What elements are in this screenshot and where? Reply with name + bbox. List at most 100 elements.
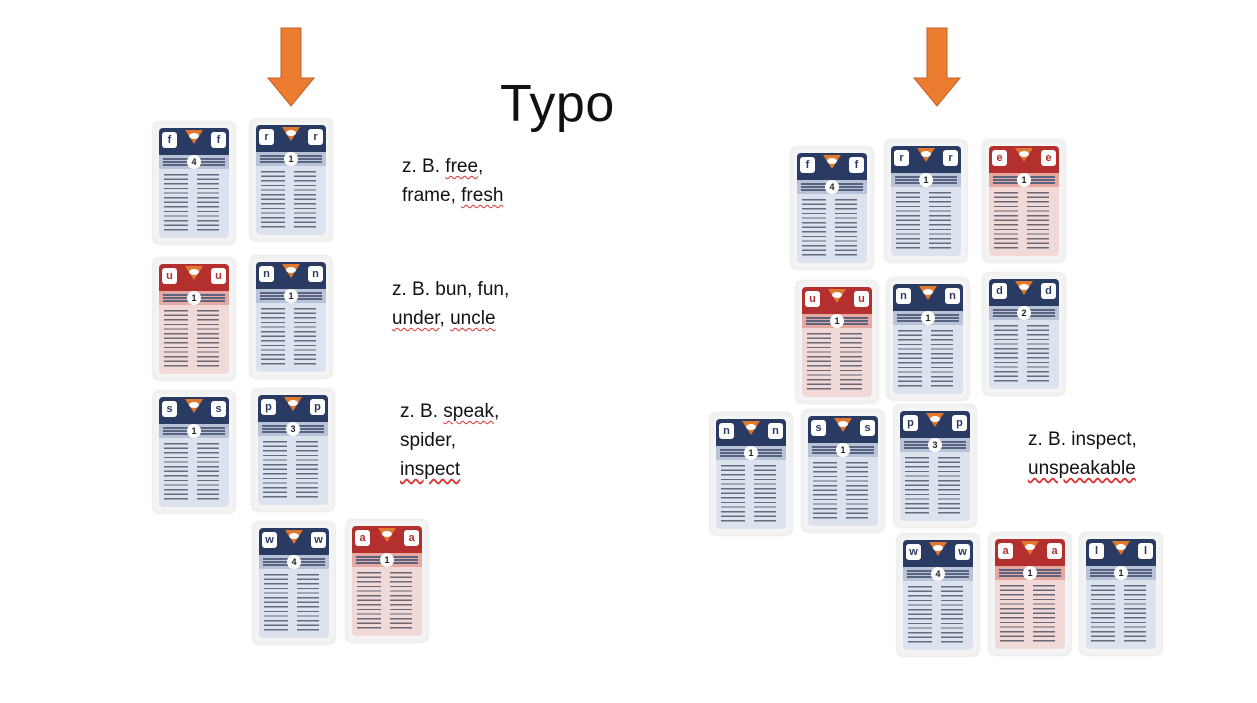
example-note-4: z. B. inspect, unspeakable (1028, 429, 1137, 479)
card-letter-left: e (992, 150, 1007, 166)
fox-icon (1112, 541, 1130, 555)
card-letter-left: f (162, 132, 177, 148)
card-letter-right: r (943, 150, 958, 166)
card-letter-right: n (945, 288, 960, 304)
card-letter-right: f (849, 157, 864, 173)
fox-icon (917, 148, 935, 162)
card-number: 4 (931, 567, 945, 581)
card-letter-right: p (310, 399, 325, 415)
fox-icon (1015, 281, 1033, 295)
card-letter-right: e (1041, 150, 1056, 166)
word-list (261, 171, 321, 231)
fox-icon (1015, 148, 1033, 162)
card-letter-left: n (719, 423, 734, 439)
card-letter-left: f (800, 157, 815, 173)
word-list (264, 574, 324, 634)
card-number: 1 (1017, 173, 1031, 187)
fox-icon (823, 155, 841, 169)
word-list (164, 310, 224, 370)
card-number: 1 (187, 291, 201, 305)
card-letter-left: s (162, 401, 177, 417)
fox-icon (185, 130, 203, 144)
card-number: 1 (744, 446, 758, 460)
word-list (807, 333, 867, 393)
card-number: 4 (187, 155, 201, 169)
card-number: 1 (1114, 566, 1128, 580)
fox-icon (378, 528, 396, 542)
fox-icon (834, 418, 852, 432)
card-number: 1 (921, 311, 935, 325)
word-list (721, 465, 781, 525)
card-number: 1 (380, 553, 394, 567)
card-letter-right: a (404, 530, 419, 546)
fox-icon (742, 421, 760, 435)
word-list (164, 174, 224, 234)
card-letter-right: p (952, 415, 967, 431)
card-number: 1 (1023, 566, 1037, 580)
word-list (263, 441, 323, 501)
word-list (164, 443, 224, 503)
word-list (1000, 585, 1060, 645)
fox-icon (282, 127, 300, 141)
card-number: 1 (919, 173, 933, 187)
card-letter-left: a (998, 543, 1013, 559)
word-list (994, 325, 1054, 385)
card-letter-left: w (906, 544, 921, 560)
card-letter-left: l (1089, 543, 1104, 559)
word-list (896, 192, 956, 252)
card-letter-right: r (308, 129, 323, 145)
card-letter-left: s (811, 420, 826, 436)
card-letter-left: d (992, 283, 1007, 299)
card-letter-left: w (262, 532, 277, 548)
card-number: 1 (284, 152, 298, 166)
page-title: Typo (500, 75, 615, 133)
word-list (994, 192, 1054, 252)
card-letter-right: n (308, 266, 323, 282)
word-list (802, 199, 862, 259)
card-letter-right: l (1138, 543, 1153, 559)
card-number: 3 (286, 422, 300, 436)
fox-icon (284, 397, 302, 411)
card-letter-right: d (1041, 283, 1056, 299)
card-letter-right: s (211, 401, 226, 417)
word-list (898, 330, 958, 390)
card-letter-left: n (896, 288, 911, 304)
card-letter-left: p (261, 399, 276, 415)
card-number: 1 (830, 314, 844, 328)
card-number: 2 (1017, 306, 1031, 320)
example-note-1: z. B. free, frame, fresh (402, 156, 504, 206)
card-number: 1 (187, 424, 201, 438)
card-letter-right: w (311, 532, 326, 548)
word-list (908, 586, 968, 646)
fox-icon (1021, 541, 1039, 555)
fox-icon (828, 289, 846, 303)
fox-icon (185, 399, 203, 413)
example-note-2: z. B. bun, fun, under, uncle (392, 279, 510, 329)
card-letter-left: r (894, 150, 909, 166)
card-letter-right: s (860, 420, 875, 436)
down-arrow-icon (267, 27, 315, 107)
word-list (813, 462, 873, 522)
card-number: 4 (287, 555, 301, 569)
card-letter-right: u (854, 291, 869, 307)
fox-icon (929, 542, 947, 556)
